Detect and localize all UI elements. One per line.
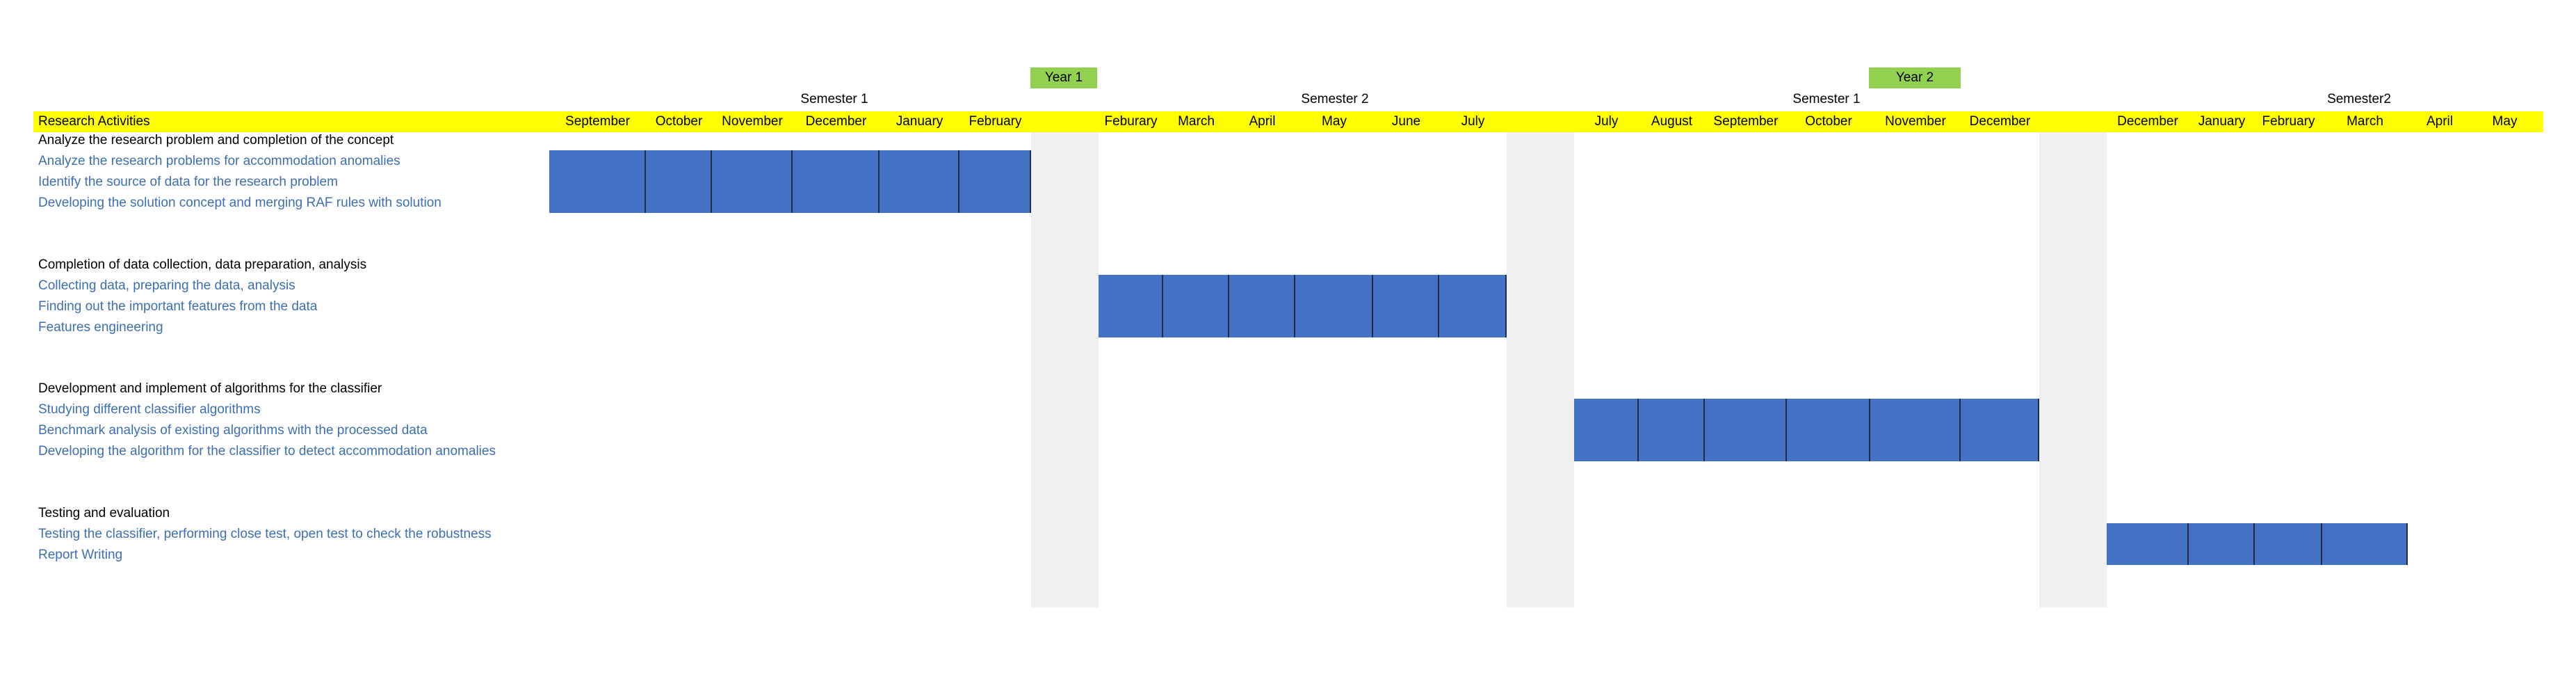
gantt-bar-cell — [1574, 399, 1639, 461]
gantt-bar-cell — [1639, 399, 1705, 461]
month-label: December — [805, 114, 867, 129]
task-label: Features engineering — [38, 320, 163, 335]
semester-separator — [2039, 132, 2107, 607]
gantt-bar-cell — [1229, 275, 1295, 337]
gantt-bar-cell — [959, 150, 1031, 213]
task-label: Finding out the important features from … — [38, 299, 318, 314]
month-label: April — [2426, 114, 2453, 129]
task-label: Report Writing — [38, 548, 123, 562]
month-label: January — [896, 114, 943, 129]
month-label: November — [1885, 114, 1946, 129]
semester-label: Semester 2 — [1301, 92, 1369, 106]
month-label: December — [1969, 114, 2031, 129]
month-label: Feburary — [1104, 114, 1158, 129]
task-label: Analyze the research problems for accomm… — [38, 154, 400, 168]
gantt-bar-cell — [712, 150, 793, 213]
month-label: September — [1713, 114, 1779, 129]
month-label: December — [2117, 114, 2178, 129]
month-label: February — [2262, 114, 2315, 129]
month-label: October — [655, 114, 703, 129]
year-badge: Year 1 — [1030, 67, 1097, 88]
gantt-bar-cell — [1961, 399, 2039, 461]
task-label: Identify the source of data for the rese… — [38, 175, 338, 189]
month-label: January — [2198, 114, 2246, 129]
gantt-bar-cell — [2107, 523, 2189, 565]
gantt-bar-cell — [2322, 523, 2408, 565]
gantt-bar-cell — [1787, 399, 1870, 461]
month-label: May — [1322, 114, 1347, 129]
semester-separator — [1507, 132, 1574, 607]
month-label: May — [2492, 114, 2518, 129]
gantt-bar-cell — [1099, 275, 1163, 337]
header-band — [33, 111, 2543, 132]
month-label: March — [1178, 114, 1215, 129]
gantt-bar-cell — [2189, 523, 2255, 565]
month-label: February — [969, 114, 1022, 129]
gantt-bar-cell — [549, 150, 646, 213]
gantt-bar-cell — [2255, 523, 2322, 565]
task-label: Testing the classifier, performing close… — [38, 527, 492, 541]
phase-title: Development and implement of algorithms … — [38, 381, 382, 396]
month-label: September — [565, 114, 630, 129]
task-label: Developing the solution concept and merg… — [38, 196, 442, 210]
task-label: Developing the algorithm for the classif… — [38, 444, 496, 459]
month-label: March — [2347, 114, 2383, 129]
phase-title: Analyze the research problem and complet… — [38, 133, 394, 148]
semester-label: Semester2 — [2327, 92, 2391, 106]
header-label: Research Activities — [38, 114, 150, 129]
gantt-bar-cell — [793, 150, 880, 213]
semester-label: Semester 1 — [1792, 92, 1861, 106]
gantt-bar-cell — [1705, 399, 1787, 461]
gantt-bar-cell — [1163, 275, 1229, 337]
gantt-bar-cell — [1295, 275, 1373, 337]
task-label: Studying different classifier algorithms — [38, 402, 261, 417]
gantt-bar-cell — [880, 150, 959, 213]
month-label: April — [1249, 114, 1276, 129]
gantt-bar-cell — [1373, 275, 1439, 337]
task-label: Collecting data, preparing the data, ana… — [38, 278, 295, 293]
semester-separator — [1031, 132, 1099, 607]
month-label: July — [1461, 114, 1485, 129]
month-label: October — [1805, 114, 1852, 129]
phase-title: Completion of data collection, data prep… — [38, 257, 367, 272]
task-label: Benchmark analysis of existing algorithm… — [38, 423, 428, 438]
phase-title: Testing and evaluation — [38, 506, 170, 520]
month-label: July — [1594, 114, 1619, 129]
month-label: November — [722, 114, 783, 129]
month-label: June — [1391, 114, 1421, 129]
gantt-bar-cell — [646, 150, 712, 213]
semester-label: Semester 1 — [800, 92, 868, 106]
month-label: August — [1651, 114, 1693, 129]
gantt-bar-cell — [1870, 399, 1961, 461]
gantt-bar-cell — [1439, 275, 1507, 337]
year-badge: Year 2 — [1869, 67, 1961, 88]
